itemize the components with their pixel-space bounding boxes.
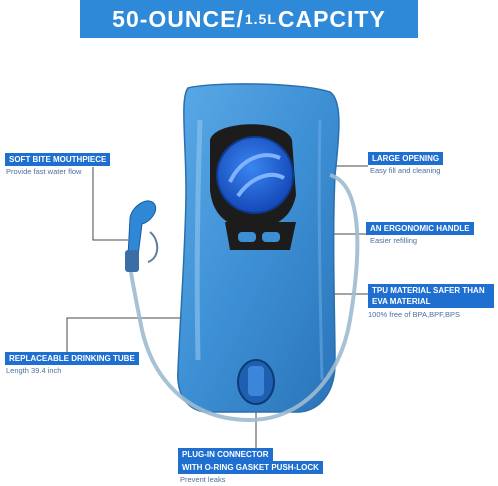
banner-capacity: CAPCITY (277, 5, 386, 32)
mouthpiece-desc: Provide fast water flow (6, 167, 82, 176)
banner-volume: 50-OUNCE/ (112, 5, 244, 32)
handle-icon (225, 222, 296, 250)
capacity-banner: 50-OUNCE/ 1.5L CAPCITY (80, 0, 418, 38)
mouthpiece-icon (127, 200, 157, 257)
handle-title: AN ERGONOMIC HANDLE (366, 222, 474, 235)
connector-title-2: WITH O-RING GASKET PUSH-LOCK (178, 461, 323, 474)
mouthpiece-title: SOFT BITE MOUTHPIECE (5, 153, 111, 166)
material-desc: 100% free of BPA,BPF,BPS (368, 310, 460, 319)
connector-desc: Prevent leaks (180, 475, 226, 484)
tube-desc: Length 39.4 inch (6, 366, 62, 375)
material-title: TPU MATERIAL SAFER THAN EVA MATERIAL (368, 284, 494, 308)
opening-title: LARGE OPENING (368, 152, 444, 165)
banner-liters: 1.5L (244, 11, 277, 27)
tube-title: REPLACEABLE DRINKING TUBE (5, 352, 139, 365)
connector-title-1: PLUG-IN CONNECTOR (178, 448, 273, 461)
drinking-tube (127, 173, 360, 423)
handle-desc: Easier refilling (370, 236, 418, 245)
opening-desc: Easy fill and cleaning (370, 166, 441, 175)
